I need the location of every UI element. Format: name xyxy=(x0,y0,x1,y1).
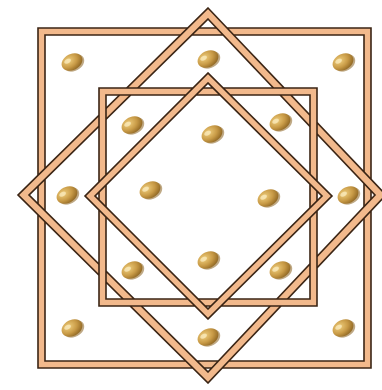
bean-icon xyxy=(119,257,148,283)
bean-icon xyxy=(330,49,359,75)
bean-icon xyxy=(267,257,296,283)
bean-icon xyxy=(330,315,359,341)
bean-icon xyxy=(255,185,284,211)
bean-icon xyxy=(335,182,364,208)
bean-icon xyxy=(59,49,88,75)
bean-icon xyxy=(137,177,166,203)
bean-icon xyxy=(195,247,224,273)
bean-icon xyxy=(199,121,228,147)
bean-icon xyxy=(54,182,83,208)
bean-icon xyxy=(59,315,88,341)
bean-icon xyxy=(119,112,148,138)
bean-icon xyxy=(267,109,296,135)
bean-icon xyxy=(195,324,224,350)
bean-icon xyxy=(195,46,224,72)
